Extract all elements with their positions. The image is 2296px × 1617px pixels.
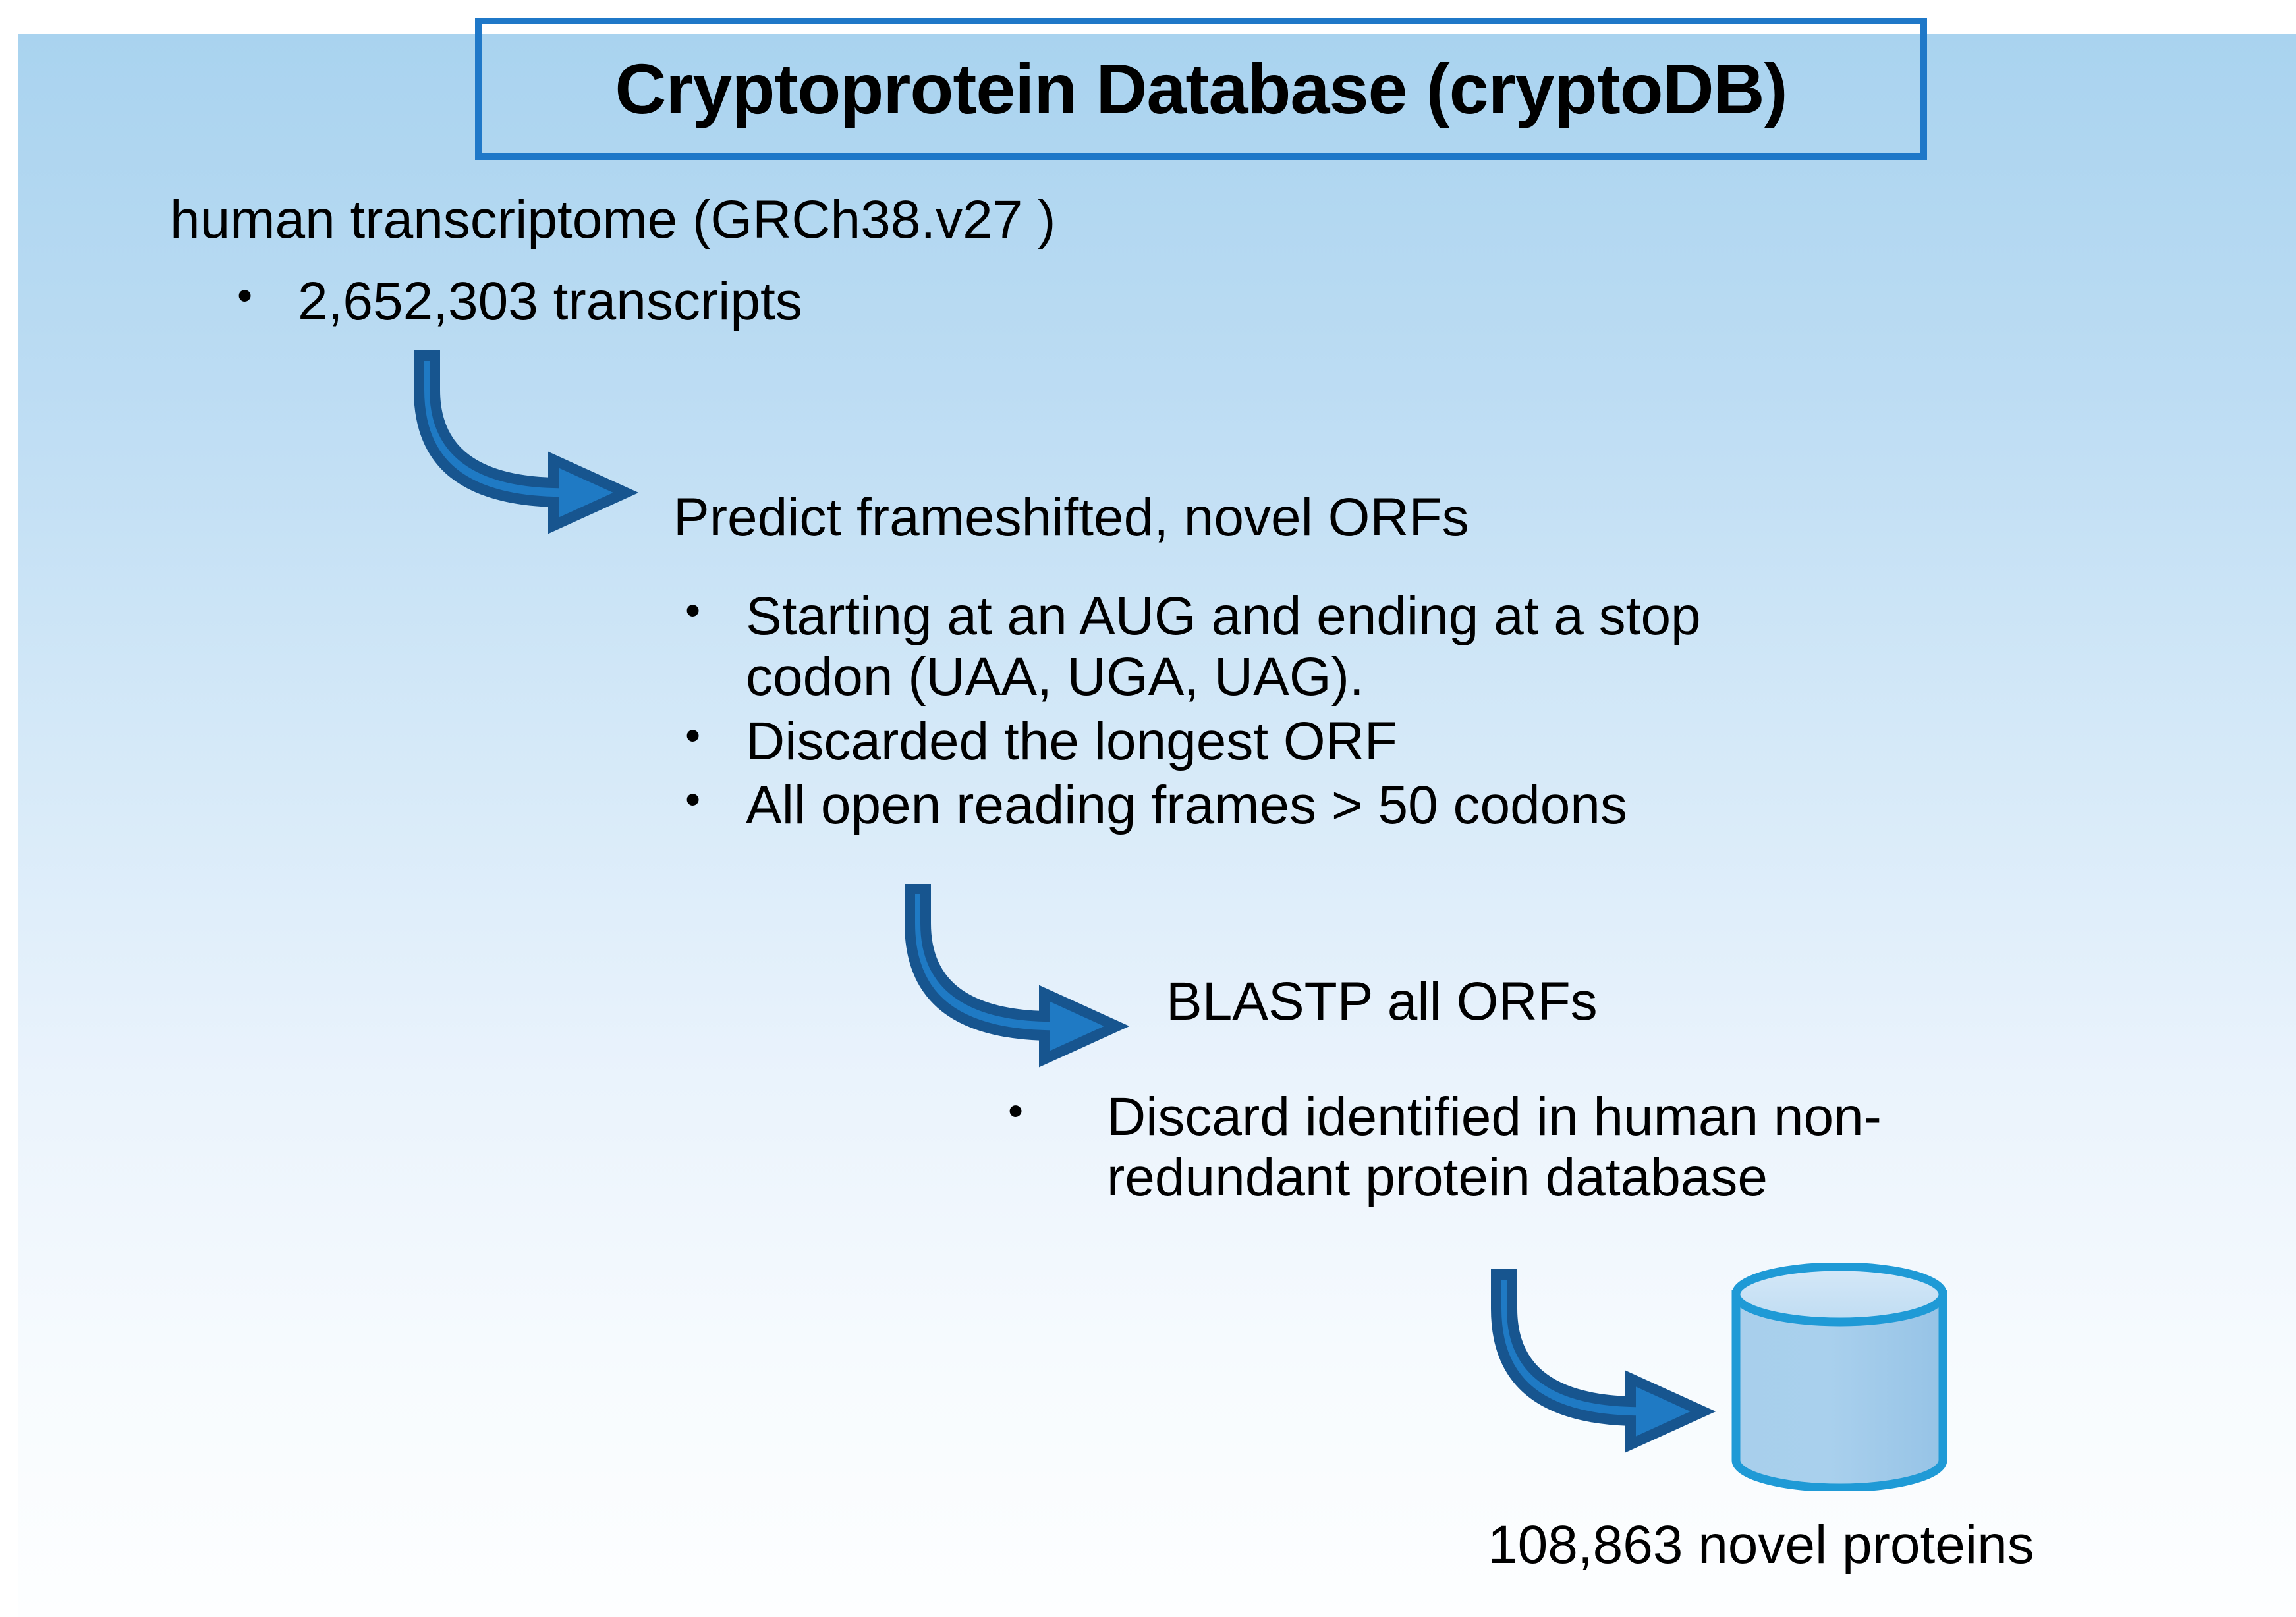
step2-bullet-text-3: All open reading frames > 50 codons bbox=[746, 775, 1627, 836]
step1-bullet-item: • 2,652,303 transcripts bbox=[237, 271, 802, 332]
arrow-predict-to-blastp-icon bbox=[905, 884, 1130, 1068]
arrow-transcriptome-to-predict-icon bbox=[414, 350, 639, 534]
list-item: • Discarded the longest ORF bbox=[685, 711, 2003, 772]
list-item: • All open reading frames > 50 codons bbox=[685, 775, 2003, 836]
database-cylinder-icon bbox=[1731, 1263, 1947, 1491]
page-title: Cryptoprotein Database (cryptoDB) bbox=[615, 49, 1787, 128]
bullet-glyph-icon: • bbox=[1008, 1086, 1024, 1135]
step2-bullet-text-1: Starting at an AUG and ending at a stop … bbox=[746, 586, 1701, 707]
bullet-glyph-icon: • bbox=[685, 710, 701, 759]
step2-bullet-text-2: Discarded the longest ORF bbox=[746, 711, 1398, 771]
bullet-glyph-icon: • bbox=[685, 586, 701, 634]
step2-bullet-list: • Starting at an AUG and ending at a sto… bbox=[685, 586, 2003, 840]
step1-heading: human transcriptome (GRCh38.v27 ) bbox=[170, 190, 1056, 250]
step2-heading: Predict frameshifted, novel ORFs bbox=[673, 487, 1469, 547]
step3-heading: BLASTP all ORFs bbox=[1166, 972, 1598, 1031]
title-box: Cryptoprotein Database (cryptoDB) bbox=[475, 18, 1927, 160]
arrow-blastp-to-database-icon bbox=[1491, 1269, 1716, 1453]
step3-bullet-text-1: Discard identified in human non- redunda… bbox=[1107, 1087, 1882, 1207]
bullet-glyph-icon: • bbox=[685, 775, 701, 824]
step3-bullet-list: • Discard identified in human non- redun… bbox=[1008, 1086, 2260, 1212]
result-label: 108,863 novel proteins bbox=[1488, 1515, 2034, 1575]
bullet-glyph-icon: • bbox=[237, 271, 253, 319]
list-item: • Starting at an AUG and ending at a sto… bbox=[685, 586, 2003, 707]
step1-bullet-text: 2,652,303 transcripts bbox=[298, 271, 802, 331]
list-item: • Discard identified in human non- redun… bbox=[1008, 1086, 2260, 1208]
